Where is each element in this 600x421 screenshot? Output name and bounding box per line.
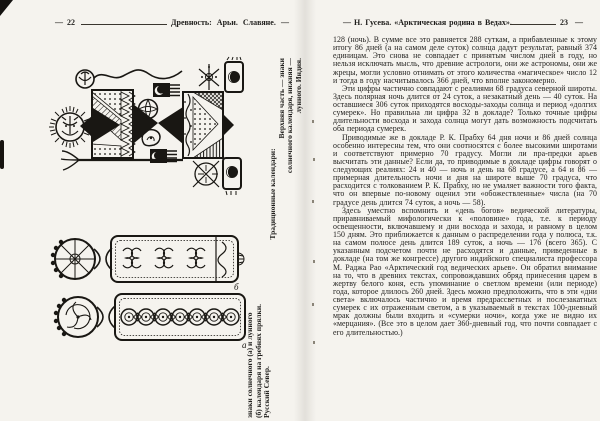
trident-motif [60,150,80,171]
eye-plaque-bottom [222,157,242,196]
bowtie-black-triangles [133,104,183,144]
scan-speck [312,303,314,306]
right-calendar-panel [182,91,234,159]
rosette-circle [137,98,159,120]
paragraph: Здесь уместно вспомнить и «день богов» в… [333,205,597,337]
wavy-line [93,69,183,80]
figure-label-b: б [234,282,239,292]
scan-speck [313,260,315,263]
crossed-circle-motif-bottom [192,160,220,188]
header-dash: — [55,18,63,27]
traditional-calendars-figure: б [49,56,247,350]
distaff-comb-lunar: б [50,235,245,292]
crescent-circle-motif [75,69,95,89]
right-page: — Н. Гусева. «Арктическая родина в Ведах… [300,0,600,421]
indian-calendar-drawing [49,56,244,196]
paragraph: 128 (ночь). В сумме все это равняется 28… [333,35,597,85]
caption-line: Русский Север. [262,366,272,418]
eye-plaque-top [224,56,244,93]
page-number-right: 23 [560,18,568,27]
header-dash: — [575,18,583,27]
comb-ornament-scrolls [122,247,206,269]
paragraph: Приводимые же в докладе Р. К. Прабху 64 … [333,132,597,207]
star-cross-motif-top [198,64,220,90]
scan-speck [313,341,315,344]
scan-speck [312,120,314,123]
comb-motif-top [153,83,180,97]
running-title-right: Н. Гусева. «Арктическая родина в Ведах». [354,18,512,27]
left-calendar-panel [80,89,136,159]
left-page: — 22 Древность: Арьи. Славяне. — Традици… [49,18,303,418]
page-number-left: 22 [67,18,75,27]
scan-speck [313,158,315,161]
header-dash: — [343,18,351,27]
paisley-motif [141,128,161,147]
page-gutter-shadow [294,0,316,421]
scan-artifact-edge [0,140,4,169]
comb-ornament-circles [120,308,240,326]
header-rule [81,24,167,25]
running-title-left: Древность: Арьи. Славяне. [171,18,276,27]
figure-label-a: а [242,340,247,350]
body-text-column: 128 (ночь). В сумме все это равняется 28… [333,35,597,337]
header-dash: — [281,18,289,27]
header-rule [510,24,556,25]
distaff-comb-solar: а [53,293,247,350]
paragraph: Эти цифры частично совпадают с реалиями … [333,83,597,134]
scan-speck [312,200,314,203]
figure-caption-india: Традиционные календари: Верхняя часть — … [268,58,303,330]
